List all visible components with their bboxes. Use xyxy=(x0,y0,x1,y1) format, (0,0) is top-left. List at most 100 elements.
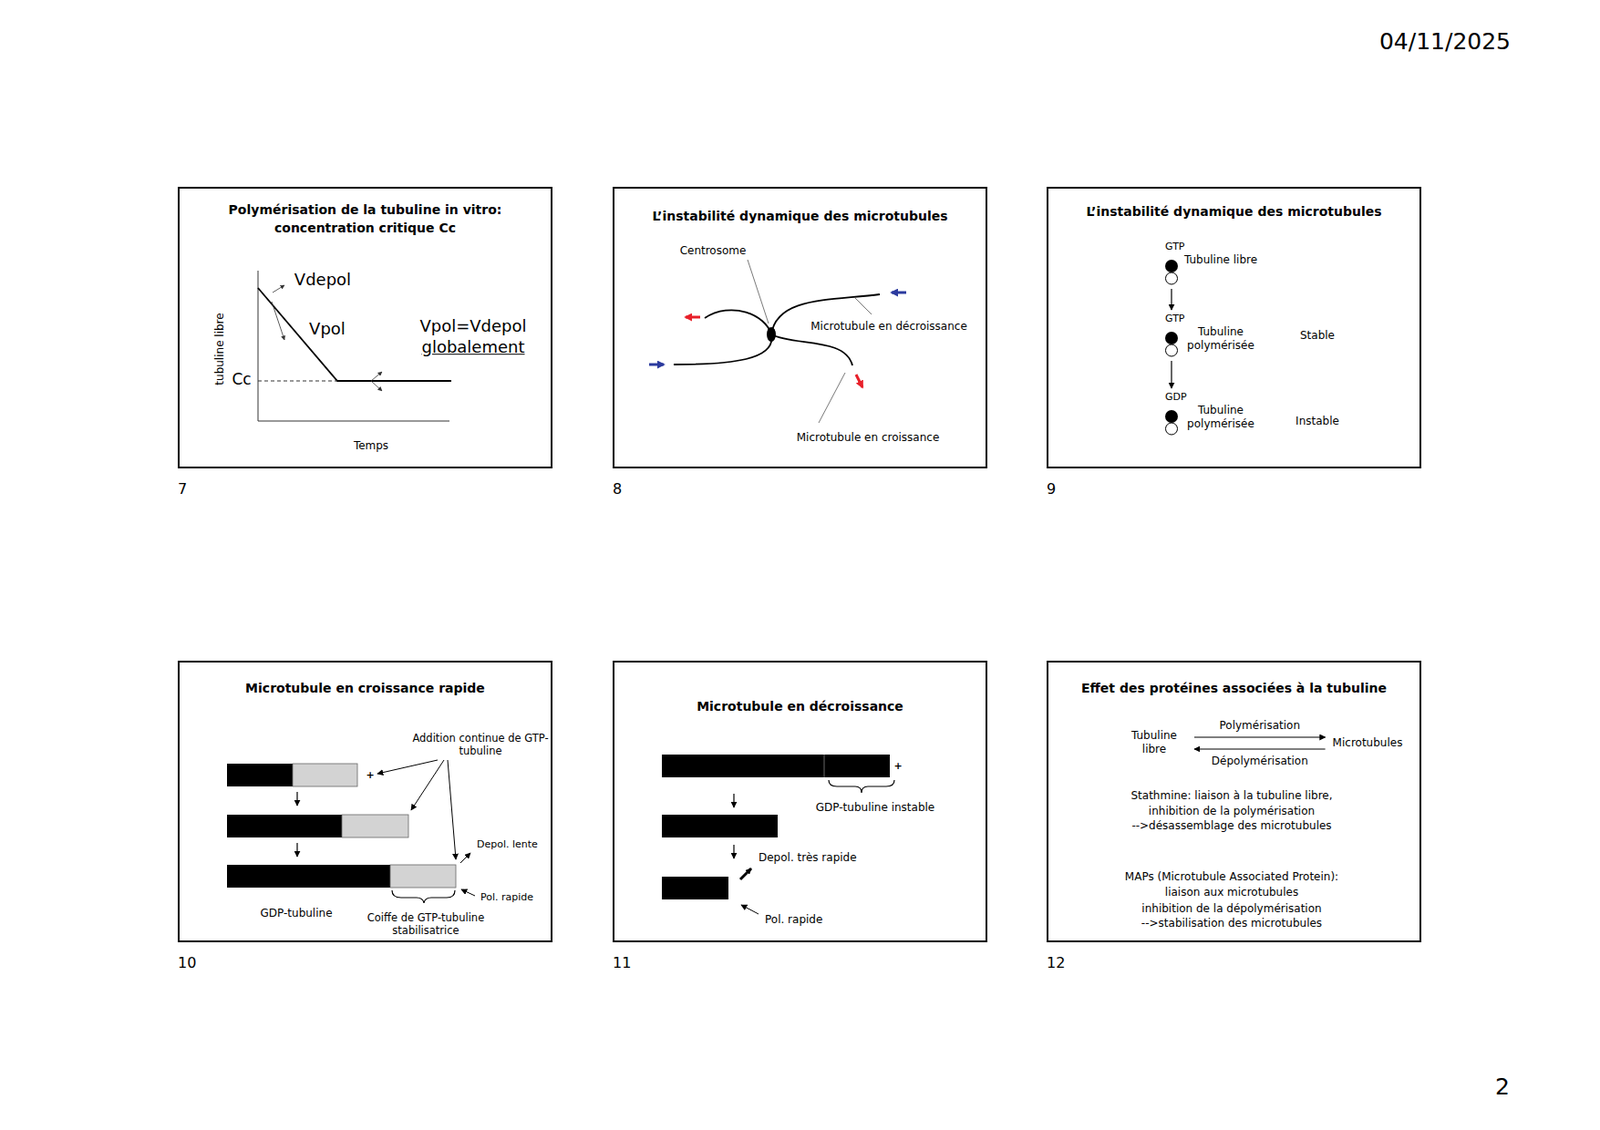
y-axis xyxy=(258,270,259,422)
slide-label: GDP-tubuline xyxy=(259,907,332,920)
gtp-cap xyxy=(292,763,358,787)
slide-label: globalement xyxy=(421,337,525,358)
step-arrow xyxy=(296,843,298,857)
slide-panel: L’instabilité dynamique des microtubules… xyxy=(612,186,988,469)
tubulin-state: GDPTubuline polymérisée xyxy=(1156,391,1266,437)
connector-arrow xyxy=(1194,748,1326,750)
page-annotation: 11 xyxy=(612,954,631,972)
slide-label: inhibition de la dépolymérisation xyxy=(1141,902,1322,916)
state-term: Microtubules xyxy=(1332,736,1404,751)
leader-line xyxy=(747,259,769,324)
tubulin-state: GTPTubuline libre xyxy=(1156,240,1266,287)
depol-arrow xyxy=(740,868,752,880)
page-annotation: 8 xyxy=(612,480,622,498)
centrosome-figure xyxy=(649,259,907,424)
slide-panel: Microtubule en décroissance + GDP-tubuline… xyxy=(612,660,988,943)
leader-line xyxy=(818,372,846,424)
connector-arrow xyxy=(1194,736,1326,738)
slide-label: Microtubule en décroissance xyxy=(810,320,968,333)
slide-panel: Polymérisation de la tubuline in vitro: … xyxy=(177,186,553,469)
slide-title: L’instabilité dynamique des microtubules xyxy=(1053,202,1415,221)
slide-title: Microtubule en croissance rapide xyxy=(185,679,546,698)
slide-label: Instable xyxy=(1295,414,1340,428)
slide-label: Microtubule en croissance xyxy=(796,431,940,444)
slide-panel: Tubuline libreMicrotubulesEffet des prot… xyxy=(1046,660,1422,943)
state-text: Tubuline libre xyxy=(1121,729,1188,757)
slide-label: inhibition de la polymérisation xyxy=(1148,805,1315,818)
shrinking-microtubule xyxy=(661,754,895,915)
page-annotation: 04/11/2025 xyxy=(1379,28,1511,56)
small-arrow xyxy=(271,301,285,341)
slide-label: Vpol xyxy=(309,319,346,340)
state-term: Tubuline libre xyxy=(1121,729,1188,757)
alpha-subunit xyxy=(1166,344,1178,357)
slide-label: Pol. rapide xyxy=(480,891,534,904)
slide-label: Cc xyxy=(231,370,251,389)
slide-label: -->désassemblage des microtubules xyxy=(1131,819,1332,833)
microtubule xyxy=(771,334,853,366)
leader-arrow xyxy=(741,905,759,915)
gdp-segment xyxy=(227,815,342,838)
slide-label: Depol. lente xyxy=(476,838,538,851)
slide-label: Coiffe de GTP-tubuline stabilisatrice xyxy=(347,911,505,938)
state-text: Tubuline polymérisée xyxy=(1181,403,1260,432)
alpha-subunit xyxy=(1166,272,1178,285)
growth-arrow xyxy=(856,374,863,388)
step-arrow xyxy=(732,845,734,859)
slide-label: Depol. très rapide xyxy=(758,851,857,865)
beta-subunit xyxy=(1165,259,1178,273)
step-arrow xyxy=(732,794,734,808)
slide-label: + xyxy=(893,760,902,773)
edge-label: Polymérisation xyxy=(1218,719,1303,733)
gdp-segment xyxy=(227,763,293,787)
page-annotation: 7 xyxy=(177,480,187,498)
slide-label: Stathmine: liaison à la tubuline libre, xyxy=(1130,789,1332,803)
gtp-cap xyxy=(390,865,456,888)
slide-label: Stable xyxy=(1300,329,1335,342)
gtp-cap xyxy=(341,815,409,838)
slide-label: Temps xyxy=(353,439,389,453)
page-annotation: 9 xyxy=(1046,480,1056,498)
state-text: Tubuline polymérisée xyxy=(1181,325,1260,353)
slide-label: Pol. rapide xyxy=(764,913,823,927)
nucleotide-label: GDP xyxy=(1165,391,1188,403)
beta-subunit xyxy=(1165,331,1178,345)
leader-arrow xyxy=(461,889,475,897)
connector-arrow xyxy=(1170,289,1172,310)
microtubule-bar xyxy=(661,877,729,900)
centrosome xyxy=(766,327,776,342)
slide-label: Addition continue de GTP-tubuline xyxy=(411,732,550,759)
page-annotation: 2 xyxy=(1495,1073,1510,1102)
microtubule-bar xyxy=(661,815,778,838)
page-annotation: 12 xyxy=(1046,954,1065,972)
small-arrow xyxy=(272,285,285,293)
gdp-segment xyxy=(227,865,391,888)
tubulin-state: GTPTubuline polymérisée xyxy=(1156,312,1266,359)
x-axis xyxy=(258,421,450,423)
segment-divider xyxy=(824,754,826,778)
leader-arrow xyxy=(460,853,471,864)
alpha-subunit xyxy=(1166,423,1178,435)
brace xyxy=(392,890,455,904)
edge-label: Dépolymérisation xyxy=(1209,754,1311,769)
slide-title: Polymérisation de la tubuline in vitro: … xyxy=(202,200,528,238)
beta-subunit xyxy=(1165,410,1178,424)
slide-label: -->stabilisation des microtubules xyxy=(1141,917,1322,930)
microtubule-bar xyxy=(661,754,890,778)
growing-microtubule xyxy=(227,760,475,904)
growth-arrow xyxy=(685,316,701,320)
slide-label: Centrosome xyxy=(680,244,747,258)
state-text: Tubuline libre xyxy=(1181,253,1260,268)
slide-label: GDP-tubuline instable xyxy=(815,801,935,815)
slide-title: Microtubule en décroissance xyxy=(619,697,981,716)
slide-label: Vdepol xyxy=(294,269,351,290)
leader-arrow xyxy=(377,760,438,775)
slide-panel: GTPTubuline libreGTPTubuline polymérisée… xyxy=(1046,186,1422,469)
state-text: Microtubules xyxy=(1332,736,1404,751)
brace xyxy=(828,780,895,794)
slide-label: Vpol=Vdepol xyxy=(419,316,527,337)
slide-label: + xyxy=(365,769,374,782)
step-arrow xyxy=(296,792,298,806)
